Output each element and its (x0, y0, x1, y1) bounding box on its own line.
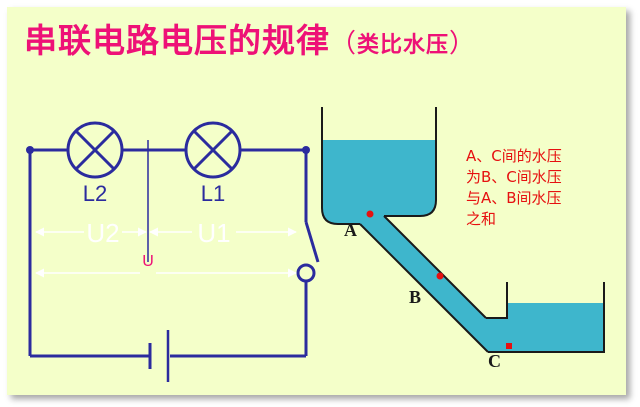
junction-top-right (302, 146, 310, 154)
junction-top-left (26, 146, 34, 154)
voltage-u2-label: U2 (86, 218, 119, 248)
lower-tank (486, 282, 605, 353)
voltage-arrows (35, 227, 297, 278)
title-paren-close: ） (449, 29, 477, 59)
series-circuit (28, 148, 320, 358)
note-line-3: 与A、B间水压 (466, 189, 562, 207)
point-a-marker (366, 210, 374, 218)
point-a-label: A (344, 220, 357, 240)
lamp-l2-icon (66, 121, 124, 179)
page-title: 串联电路电压的规律（类比水压） (24, 14, 476, 62)
point-b-marker (436, 272, 444, 280)
upper-tank (321, 107, 437, 225)
note-line-2: 为B、C间水压 (466, 168, 562, 186)
voltage-u1-label: U1 (197, 218, 230, 248)
sloped-pipe (359, 215, 489, 353)
point-c-label: C (488, 351, 501, 371)
battery-icon (148, 330, 170, 382)
lamp-l2-label: L2 (83, 181, 107, 206)
title-main: 串联电路电压的规律 (24, 21, 330, 60)
switch-blade (304, 221, 320, 263)
point-c-marker (506, 343, 512, 349)
note-line-1: A、C间的水压 (466, 147, 562, 165)
lamp-l1-icon (184, 121, 242, 179)
lamp-l1-label: L1 (201, 181, 225, 206)
note-line-4: 之和 (466, 210, 497, 228)
switch-contact (296, 263, 316, 283)
title-subtitle: 类比水压 (357, 33, 450, 58)
voltage-u-label: U (142, 253, 154, 270)
water-pressure-note: A、C间的水压 为B、C间水压 与A、B间水压 之和 (466, 146, 616, 230)
water-body (322, 140, 604, 352)
point-b-label: B (409, 287, 421, 307)
title-paren-open: （ (330, 29, 358, 59)
